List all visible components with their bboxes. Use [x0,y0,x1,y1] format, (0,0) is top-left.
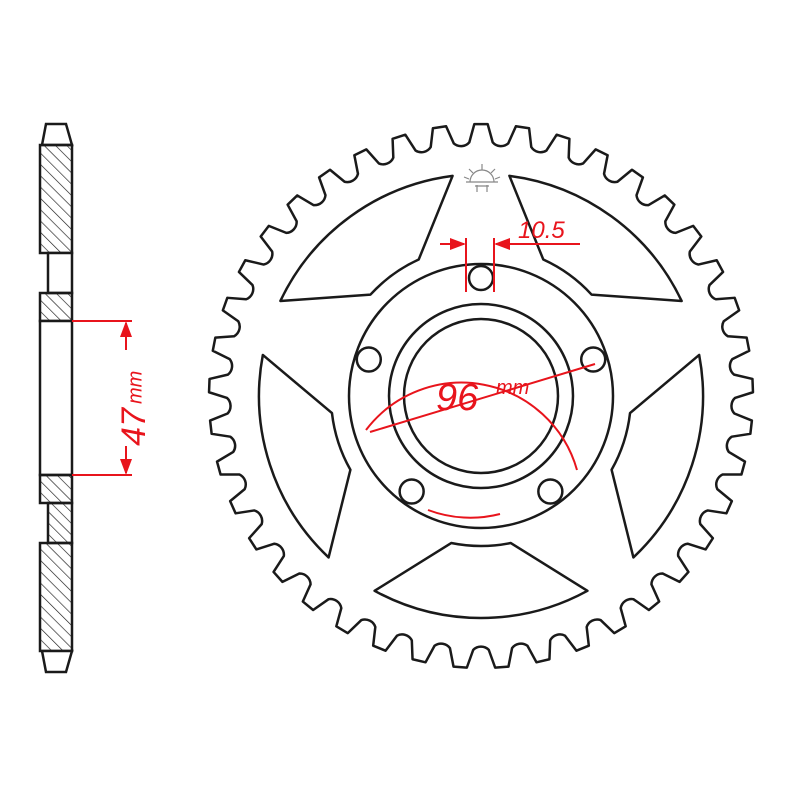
bolt-width-dimension [440,238,580,292]
pcd-dimension [365,363,596,519]
sprocket-teeth-outline [207,122,755,669]
profile-hatched-hub-top [38,291,74,323]
profile-recess-bottom [46,501,74,545]
hub-ring-inner [387,302,575,490]
bolt-width-value: 10.5 [518,217,565,244]
hub-dimension [72,320,132,476]
side-profile [38,122,74,674]
bolt-hole [579,346,607,373]
profile-tip-bottom [40,649,74,674]
bolt-hole [537,478,564,505]
sprocket-front-view [207,122,755,669]
hub-value: 47 [115,407,153,446]
profile-tip-top [40,122,74,147]
lightening-window [508,174,683,303]
pcd-arc [365,381,578,471]
sun-logo-icon [463,164,501,192]
profile-bore [38,319,74,477]
profile-hatched-hub-bottom [38,473,74,505]
hub-unit: mm [124,371,146,404]
lightening-window [257,353,352,559]
pcd-arc-bottom [427,509,501,519]
bolt-hole [355,346,383,373]
hub-ring-outer [347,262,615,530]
center-bore [402,317,560,475]
profile-recess-top [46,251,74,295]
profile-hatched-bottom [38,541,74,653]
pcd-unit: mm [496,377,529,399]
profile-hatched-top [38,143,74,255]
bolt-hole [398,478,425,505]
lightening-window [610,353,705,559]
lightening-window [373,541,589,620]
lightening-window [279,174,454,303]
bolt-hole [467,264,495,292]
pcd-value: 96 [436,377,479,419]
